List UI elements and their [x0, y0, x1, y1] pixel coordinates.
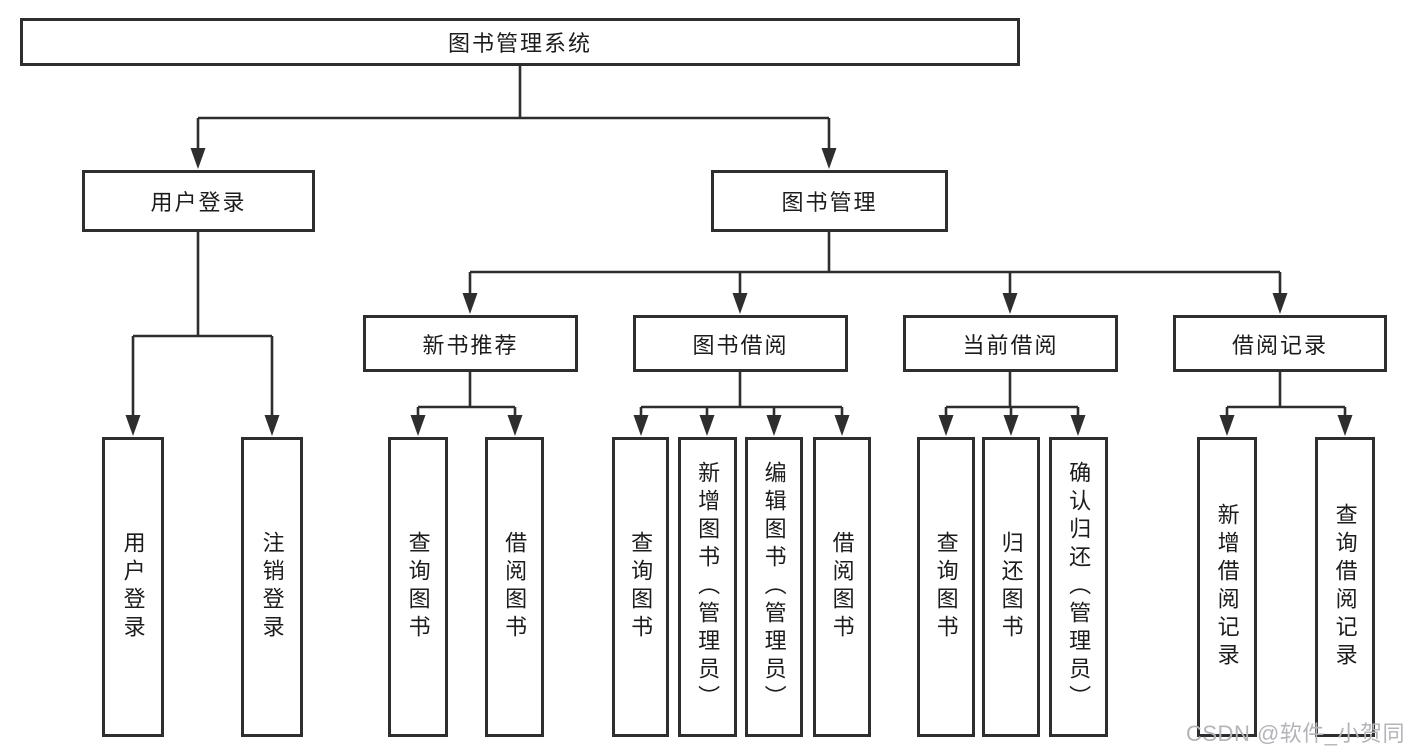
node-label: 确认归还（管理员）	[1066, 461, 1092, 713]
arrowhead-icon	[1070, 415, 1086, 436]
arrowhead-icon	[190, 148, 206, 169]
leaf-return-book: 归还图书	[982, 437, 1040, 737]
leaf-logout: 注销登录	[241, 437, 303, 737]
node-label: 当前借阅	[962, 332, 1059, 358]
arrowhead-icon	[507, 415, 523, 436]
arrowhead-icon	[1272, 293, 1288, 314]
node-label: 查询图书	[933, 531, 959, 643]
arrowhead-icon	[938, 415, 954, 436]
node-label: 新书推荐	[422, 332, 519, 358]
node-label: 借阅图书	[502, 531, 528, 643]
node-label: 新增图书（管理员）	[695, 461, 721, 713]
node-label: 查询图书	[628, 531, 654, 643]
leaf-add-borrow-record: 新增借阅记录	[1197, 437, 1257, 737]
node-label: 编辑图书（管理员）	[761, 461, 787, 713]
leaf-borrow-books-recommend: 借阅图书	[485, 437, 544, 737]
leaf-query-books-borrow: 查询图书	[612, 437, 669, 737]
arrowhead-icon	[264, 415, 280, 436]
node-label: 图书借阅	[692, 332, 789, 358]
csdn-watermark: CSDN @软件_小贺同学	[1186, 721, 1405, 746]
node-root: 图书管理系统	[20, 18, 1020, 66]
node-borrow-records: 借阅记录	[1173, 315, 1387, 372]
node-book-borrow: 图书借阅	[633, 315, 848, 372]
leaf-query-books-current: 查询图书	[917, 437, 975, 737]
node-label: 查询借阅记录	[1332, 503, 1358, 671]
arrowheads	[125, 148, 1353, 436]
node-label: 借阅记录	[1231, 332, 1328, 358]
arrowhead-icon	[699, 415, 715, 436]
node-label: 注销登录	[259, 531, 285, 643]
arrowhead-icon	[766, 415, 782, 436]
node-label: 用户登录	[150, 190, 247, 215]
leaf-query-books-recommend: 查询图书	[388, 437, 448, 737]
node-label: 归还图书	[998, 531, 1024, 643]
arrowhead-icon	[1003, 415, 1019, 436]
arrowhead-icon	[1337, 415, 1353, 436]
arrowhead-icon	[1002, 293, 1018, 314]
node-label: 查询图书	[405, 531, 431, 643]
arrowhead-icon	[732, 293, 748, 314]
node-user-login: 用户登录	[82, 170, 315, 232]
leaf-borrow-books: 借阅图书	[813, 437, 871, 737]
node-label: 新增借阅记录	[1214, 503, 1240, 671]
arrowhead-icon	[821, 148, 837, 169]
node-label: 图书管理	[781, 190, 878, 215]
arrowhead-icon	[1219, 415, 1235, 436]
node-label: 图书管理系统	[447, 31, 592, 56]
leaf-confirm-return-admin: 确认归还（管理员）	[1049, 437, 1108, 737]
arrowhead-icon	[633, 415, 649, 436]
node-current-borrow: 当前借阅	[903, 315, 1118, 372]
leaf-user-login: 用户登录	[102, 437, 164, 737]
arrowhead-icon	[125, 415, 141, 436]
arrowhead-icon	[410, 415, 426, 436]
leaf-query-borrow-record: 查询借阅记录	[1315, 437, 1375, 737]
node-label: 借阅图书	[829, 531, 855, 643]
node-book-management: 图书管理	[711, 170, 948, 232]
arrowhead-icon	[462, 293, 478, 314]
leaf-edit-book-admin: 编辑图书（管理员）	[745, 437, 803, 737]
node-new-book-recommend: 新书推荐	[363, 315, 578, 372]
arrowhead-icon	[834, 415, 850, 436]
connector-lines	[131, 66, 1347, 418]
node-label: 用户登录	[120, 531, 146, 643]
leaf-add-book-admin: 新增图书（管理员）	[678, 437, 737, 737]
